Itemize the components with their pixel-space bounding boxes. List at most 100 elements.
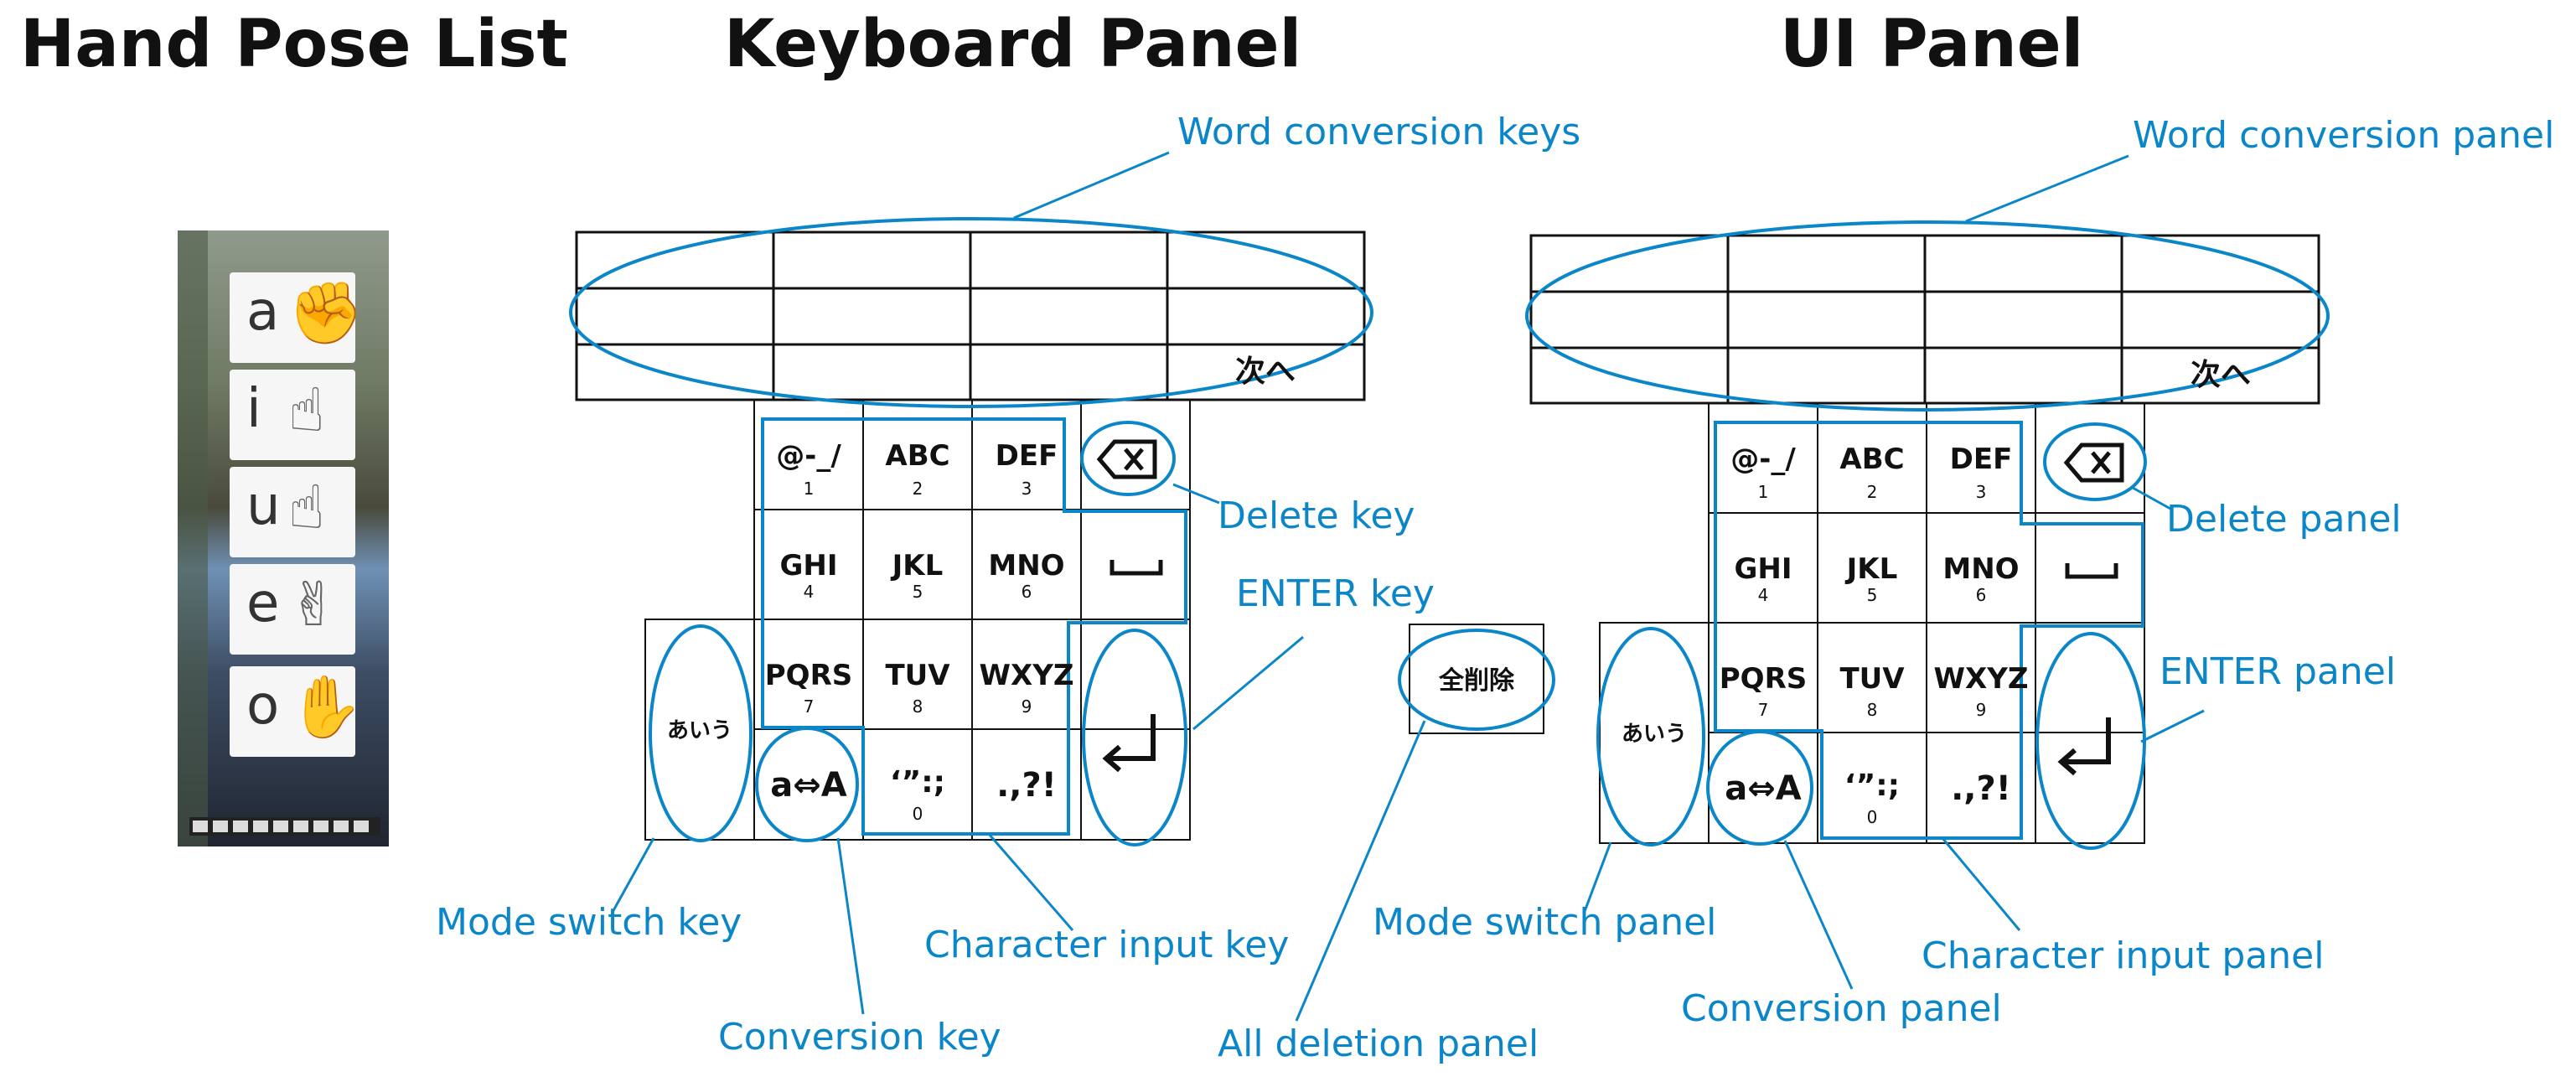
key-quotes-number: 0 <box>913 804 923 824</box>
ui-key-quotes: ‘”:; <box>1844 769 1900 803</box>
ui-key-pqrs-number: 7 <box>1758 700 1769 720</box>
pose-card-e: e ✌ <box>230 564 355 655</box>
ui-key-def-number: 3 <box>1976 482 1987 502</box>
point-hand-icon: ☝ <box>288 472 325 542</box>
open-hand-icon: ✋ <box>288 671 364 742</box>
callout-mode-switch-key: Mode switch key <box>436 901 742 944</box>
callout-enter-panel: ENTER panel <box>2160 650 2397 693</box>
callout-mode-switch-panel: Mode switch panel <box>1373 901 1717 944</box>
ui-key-ghi: GHI <box>1734 552 1792 586</box>
key-pqrs-number: 7 <box>804 696 815 717</box>
fist-hand-icon: ✊ <box>288 277 364 348</box>
key-tuv-number: 8 <box>913 696 923 717</box>
key-ghi: GHI <box>779 549 837 582</box>
word-conversion-keys-ellipse <box>569 217 1373 408</box>
ui-key-mno: MNO <box>1942 552 2019 586</box>
ui-key-ghi-number: 4 <box>1758 585 1769 605</box>
callout-character-input-key: Character input key <box>924 924 1290 966</box>
ui-key-jkl: JKL <box>1845 552 1898 586</box>
key-symbols: @-_/ <box>776 439 841 473</box>
key-symbols-number: 1 <box>804 479 815 499</box>
ui-key-next: 次へ <box>2191 358 2251 392</box>
key-quotes: ‘”:; <box>890 765 945 800</box>
key-tuv: TUV <box>885 659 950 692</box>
key-mno: MNO <box>988 549 1064 582</box>
key-punct: .,?! <box>996 766 1057 805</box>
ui-key-quotes-number: 0 <box>1867 807 1878 827</box>
ui-backspace-icon <box>2063 443 2124 483</box>
callout-delete-key: Delete key <box>1218 494 1415 537</box>
key-mode: あいう <box>667 718 732 743</box>
key-ghi-number: 4 <box>804 582 815 602</box>
three-finger-hand-icon: ✌ <box>288 569 339 639</box>
key-all-delete: 全削除 <box>1438 666 1515 696</box>
ui-key-symbols-number: 1 <box>1758 482 1769 502</box>
space-icon <box>1110 560 1163 576</box>
key-jkl-number: 5 <box>913 582 923 602</box>
ui-key-jkl-number: 5 <box>1867 585 1878 605</box>
key-abc-number: 2 <box>913 479 923 499</box>
key-next: 次へ <box>1235 355 1296 389</box>
pose-card-a: a ✊ <box>230 272 364 363</box>
callout-conversion-panel: Conversion panel <box>1681 987 2002 1030</box>
all-delete-ellipse <box>1398 629 1555 731</box>
callout-delete-panel: Delete panel <box>2166 498 2402 541</box>
key-wxyz-number: 9 <box>1022 696 1032 717</box>
ui-key-def: DEF <box>1950 443 2013 476</box>
ui-key-conversion: a⇔A <box>1725 769 1802 808</box>
enter-panel-ellipse <box>2035 632 2146 850</box>
key-jkl: JKL <box>891 549 944 582</box>
keyboard-panel-title: Keyboard Panel <box>724 7 1302 82</box>
callout-word-conversion-panel: Word conversion panel <box>2133 114 2555 157</box>
pose-card-i: i ☝ <box>230 370 355 460</box>
pose-card-u: u ☝ <box>230 467 355 557</box>
ui-key-mode: あいう <box>1622 722 1687 747</box>
ui-panel-title: UI Panel <box>1780 7 2084 82</box>
ui-key-pqrs: PQRS <box>1720 662 1808 696</box>
pose-letter-o: o <box>246 675 280 737</box>
key-pqrs: PQRS <box>765 659 853 692</box>
enter-key-ellipse <box>1082 629 1187 846</box>
ui-key-wxyz: WXYZ <box>1934 662 2029 696</box>
key-mno-number: 6 <box>1022 582 1032 602</box>
callout-enter-key: ENTER key <box>1236 572 1435 615</box>
ui-enter-icon <box>2057 717 2111 776</box>
ui-key-tuv-number: 8 <box>1867 700 1878 720</box>
ui-key-symbols: @-_/ <box>1730 443 1796 476</box>
pose-letter-u: u <box>246 475 281 537</box>
pose-card-o: o ✋ <box>230 666 364 757</box>
pose-letter-i: i <box>246 378 261 440</box>
pose-letter-a: a <box>246 281 280 343</box>
hand-pose-photo: a ✊ i ☝ u ☝ e ✌ o ✋ <box>178 230 389 846</box>
ui-space-icon <box>2065 563 2118 579</box>
mode-switch-panel-ellipse <box>1596 627 1705 846</box>
all-delete-key-box <box>1409 624 1544 734</box>
ui-key-abc-number: 2 <box>1867 482 1878 502</box>
backspace-icon <box>1096 439 1157 479</box>
hand-pose-list-title: Hand Pose List <box>20 7 568 82</box>
delete-key-ellipse <box>1080 421 1176 496</box>
delete-panel-ellipse <box>2043 422 2147 501</box>
enter-icon <box>1102 714 1156 773</box>
character-input-panel-outline <box>1714 421 2144 840</box>
pose-letter-e: e <box>246 572 280 634</box>
ui-key-abc: ABC <box>1839 443 1904 476</box>
ui-key-wxyz-number: 9 <box>1976 700 1987 720</box>
callout-all-deletion-panel: All deletion panel <box>1218 1022 1539 1065</box>
ui-key-mno-number: 6 <box>1976 585 1987 605</box>
mode-switch-key-ellipse <box>649 624 753 842</box>
character-input-key-outline <box>761 417 1187 836</box>
key-conversion: a⇔A <box>770 766 847 805</box>
key-def: DEF <box>996 439 1058 473</box>
key-wxyz: WXYZ <box>980 659 1074 692</box>
ui-key-tuv: TUV <box>1839 662 1905 696</box>
pinky-hand-icon: ☝ <box>288 375 325 445</box>
ui-key-punct: .,?! <box>1951 769 2011 808</box>
key-def-number: 3 <box>1022 479 1032 499</box>
callout-character-input-panel: Character input panel <box>1922 934 2325 977</box>
word-conversion-panel-ellipse <box>1525 220 2330 412</box>
callout-conversion-key: Conversion key <box>718 1016 1001 1059</box>
key-abc: ABC <box>885 439 949 473</box>
callout-word-conversion-keys: Word conversion keys <box>1177 111 1581 153</box>
